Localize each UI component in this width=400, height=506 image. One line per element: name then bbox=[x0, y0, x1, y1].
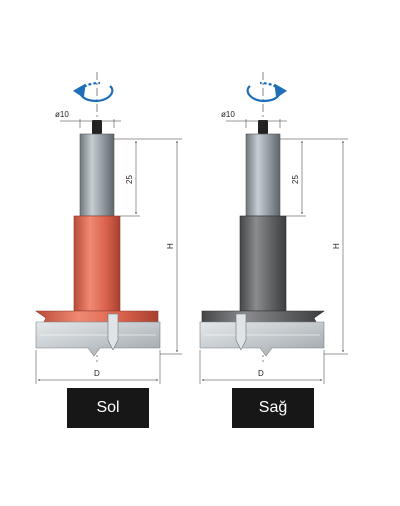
right-caption: Sağ bbox=[258, 399, 288, 416]
right-shank-dim-label: ø10 bbox=[221, 110, 235, 119]
right-width-dimension bbox=[199, 350, 325, 384]
right-bit: ø10 25 H D bbox=[199, 72, 348, 384]
left-shank bbox=[79, 133, 115, 217]
right-height-dim-label: H bbox=[332, 243, 341, 249]
left-shank-dimension bbox=[60, 119, 121, 128]
right-height-dimension bbox=[306, 138, 348, 355]
right-caption-box: Sağ bbox=[232, 388, 314, 428]
left-caption-box: Sol bbox=[67, 388, 149, 428]
right-width-dim-label: D bbox=[258, 369, 264, 378]
right-depth-dim-label: 25 bbox=[291, 175, 300, 184]
left-body bbox=[73, 215, 121, 312]
right-center-spur bbox=[235, 313, 247, 351]
left-width-dim-label: D bbox=[94, 369, 100, 378]
left-height-dim-label: H bbox=[166, 243, 175, 249]
right-cutter-plate bbox=[199, 321, 325, 357]
left-height-dimension bbox=[140, 138, 182, 355]
left-cutter-plate bbox=[35, 321, 161, 357]
right-depth-dimension bbox=[280, 138, 306, 217]
left-bit: ø10 25 H D bbox=[35, 72, 182, 384]
right-shank-tip bbox=[258, 120, 268, 134]
right-rotation-arrow-icon bbox=[246, 81, 288, 103]
right-shank-dimension bbox=[226, 119, 287, 128]
left-center-spur bbox=[107, 313, 119, 351]
right-body bbox=[239, 215, 287, 312]
left-depth-dimension bbox=[114, 138, 140, 217]
left-shank-tip bbox=[92, 120, 102, 134]
left-width-dimension bbox=[35, 350, 161, 384]
left-rotation-arrow-icon bbox=[72, 81, 114, 103]
right-shank bbox=[245, 133, 281, 217]
left-caption: Sol bbox=[96, 399, 120, 416]
left-depth-dim-label: 25 bbox=[125, 175, 134, 184]
left-shank-dim-label: ø10 bbox=[55, 110, 69, 119]
